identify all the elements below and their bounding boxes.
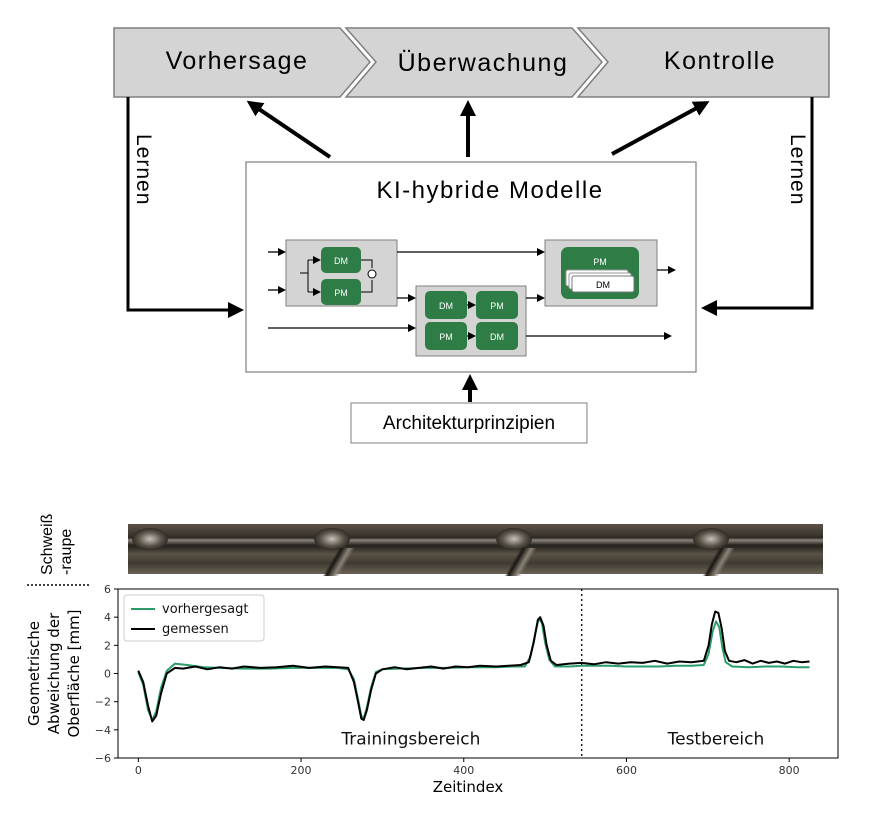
stage-kontrolle-label: Kontrolle	[664, 47, 776, 75]
learn-loop-right	[701, 97, 814, 316]
stage-vorhersage-label: Vorhersage	[166, 47, 309, 75]
legend-label: gemessen	[162, 622, 229, 637]
module-pm-3	[425, 322, 467, 350]
module-pm-2	[476, 291, 518, 319]
architecture-diagram: DM PM DM PM PM DM PM DM	[268, 239, 676, 357]
svg-text:DM: DM	[596, 280, 610, 290]
learn-loops	[126, 97, 814, 318]
stage-arrows	[246, 100, 710, 159]
svg-text:PM: PM	[439, 332, 453, 342]
svg-text:DM: DM	[439, 301, 453, 311]
y-axis-label: Abweichung der	[45, 612, 63, 734]
x-tick-label: 800	[779, 764, 800, 777]
architecture-box	[350, 402, 588, 444]
svg-text:PM: PM	[334, 288, 348, 298]
legend-box	[123, 594, 265, 642]
stage-kontrolle-shape	[576, 27, 830, 98]
arrow-to-vorhersage	[246, 100, 332, 159]
module-pm-1	[321, 279, 361, 305]
y-tick-label: −6	[95, 752, 111, 765]
weld-bead-image	[128, 524, 823, 576]
module-dm-2	[425, 291, 467, 319]
svg-text:Schweiß: Schweiß	[39, 513, 56, 575]
svg-text:DM: DM	[334, 256, 348, 266]
stage-vorhersage-shape	[113, 27, 371, 98]
combiner-node	[367, 269, 377, 279]
stage-ueberwachung-shape	[344, 27, 603, 98]
chart: 0 200 400 600 800 −6 −4 −2 0 2 4 6 vorhergesagt gemes…	[25, 583, 839, 796]
region-label: Testbereich	[667, 729, 765, 749]
stage-ueberwachung-label: Überwachung	[398, 49, 569, 77]
svg-text:PM: PM	[490, 301, 504, 311]
x-tick-label: 600	[616, 764, 637, 777]
model-title: KI-hybride Modelle	[376, 177, 603, 204]
y-tick-label: 6	[104, 583, 111, 596]
legend-label: vorhergesagt	[162, 602, 248, 617]
stage-chevrons: Vorhersage Überwachung Kontrolle	[113, 27, 830, 98]
y-tick-label: 2	[104, 639, 111, 652]
arrow-to-kontrolle	[611, 101, 710, 156]
y-tick-label: 4	[104, 611, 111, 624]
x-axis-label: Zeitindex	[433, 778, 504, 796]
y-tick-label: −2	[95, 696, 111, 709]
y-tick-label: 0	[104, 668, 111, 681]
svg-text:DM: DM	[490, 332, 504, 342]
module-dm-3	[476, 322, 518, 350]
learn-label-left: Lernen	[132, 134, 155, 205]
architecture-label: Architekturprinzipien	[383, 413, 555, 434]
x-tick-label: 0	[135, 764, 142, 777]
region-label: Trainingsbereich	[340, 729, 480, 749]
y-axis-label: Oberfläche [mm]	[65, 609, 83, 737]
x-tick-label: 200	[291, 764, 312, 777]
learn-loop-left	[126, 97, 244, 318]
y-axis-label: Geometrische	[25, 621, 43, 726]
module-dm-inner	[571, 275, 635, 293]
y-tick-label: −4	[95, 724, 111, 737]
x-tick-label: 400	[453, 764, 474, 777]
svg-text:PM: PM	[593, 257, 607, 267]
svg-text:-raupe: -raupe	[58, 529, 75, 575]
learn-label-right: Lernen	[786, 134, 809, 205]
series-line-gemessen	[137, 610, 810, 723]
module-dm-1	[321, 247, 361, 273]
strip-label: Schweiß -raupe	[39, 513, 75, 575]
